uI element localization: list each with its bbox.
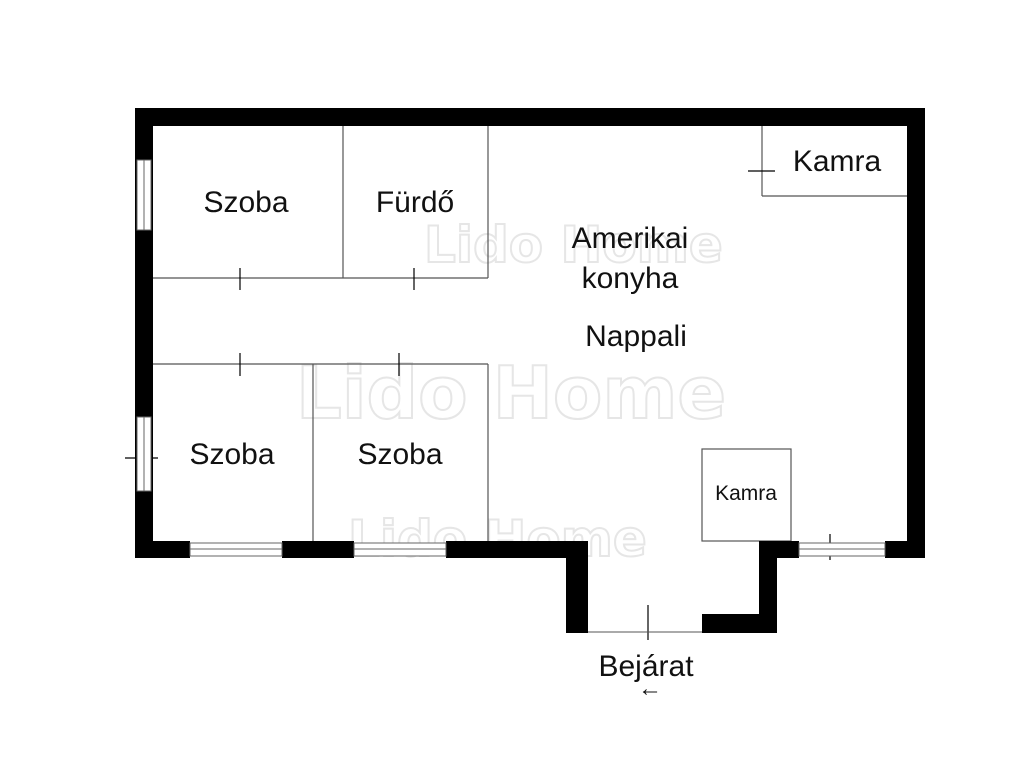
- wall-top: [135, 108, 925, 126]
- room-label-bedroom-bottom-mid: Szoba: [357, 438, 442, 471]
- wall-bottom-seg: [759, 541, 799, 558]
- wall-entrance-right: [759, 541, 777, 633]
- watermark-bottom: Lido Home: [348, 510, 647, 568]
- pantry-bottom-box: [701, 448, 792, 542]
- room-label-pantry-top: Kamra: [793, 145, 882, 178]
- wall-right: [907, 108, 925, 558]
- watermark-top: Lido Home: [424, 216, 723, 274]
- room-label-kitchen-line2: konyha: [582, 262, 679, 295]
- room-label-bedroom-bottom-left: Szoba: [189, 438, 274, 471]
- entrance-label: Bejárat: [598, 650, 694, 683]
- room-label-bathroom: Fürdő: [376, 186, 454, 219]
- room-label-living: Nappali: [585, 320, 687, 353]
- windows: [136, 159, 886, 557]
- wall-bottom-seg: [885, 541, 925, 558]
- wall-bottom-seg: [446, 541, 588, 558]
- room-label-kitchen-line1: Amerikai: [572, 222, 689, 255]
- wall-entrance-left-foot: [566, 614, 588, 633]
- partitions: [153, 126, 907, 542]
- room-label-bedroom-top: Szoba: [203, 186, 288, 219]
- wall-entrance-right-foot: [702, 614, 777, 633]
- wall-bottom-seg: [282, 541, 354, 558]
- wall-bottom-seg: [135, 541, 190, 558]
- entrance-arrow-icon: ←: [638, 675, 662, 702]
- wall-entrance-left: [566, 541, 588, 633]
- room-label-pantry-bottom: Kamra: [715, 482, 777, 505]
